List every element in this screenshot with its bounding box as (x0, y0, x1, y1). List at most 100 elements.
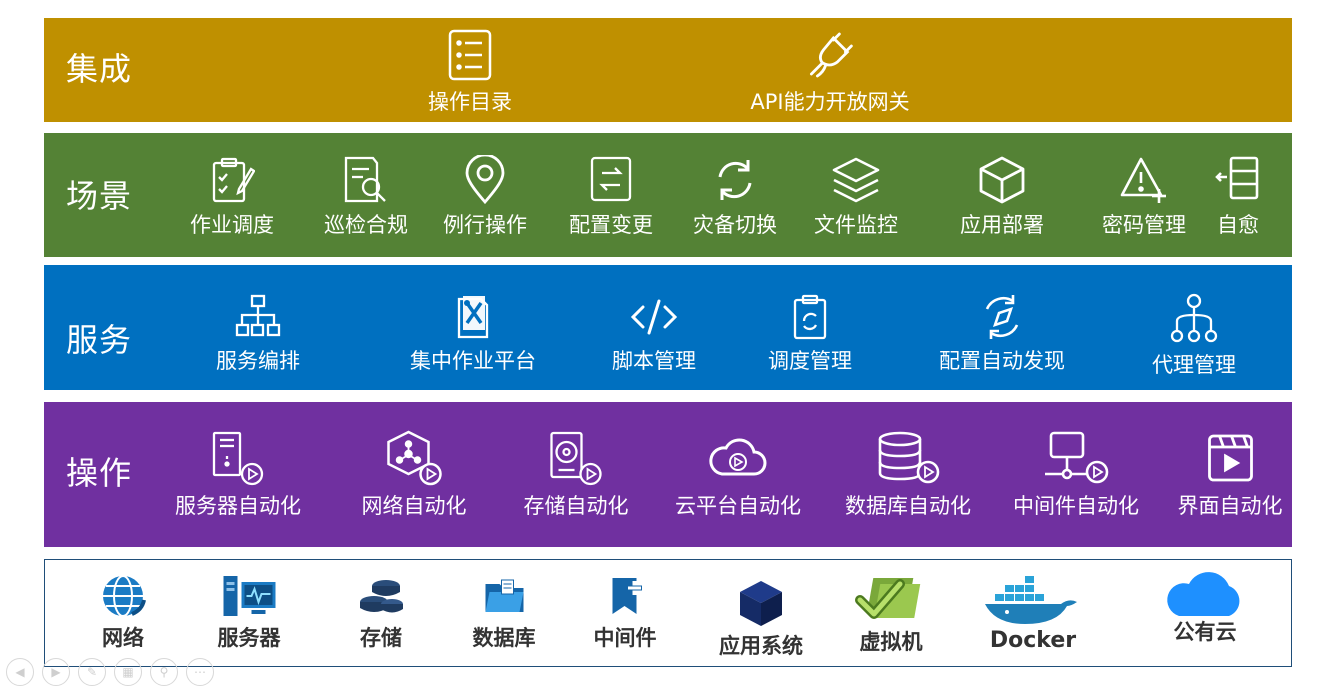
item-inspection-compliance[interactable]: 巡检合规 (324, 155, 408, 239)
item-label: 应用部署 (960, 213, 1044, 237)
plug-icon (809, 32, 853, 78)
more-icon[interactable]: ⋯ (186, 658, 214, 686)
item-label: 作业调度 (190, 213, 274, 237)
item-label: 配置自动发现 (939, 349, 1065, 373)
item-service-orchestration[interactable]: 服务编排 (216, 293, 300, 375)
location-pin-icon (465, 155, 505, 205)
item-label: API能力开放网关 (750, 90, 910, 114)
item-label: Docker (989, 628, 1077, 653)
previous-icon[interactable]: ◀ (6, 658, 34, 686)
compass-cycle-icon (985, 295, 1019, 339)
tools-document-icon (457, 296, 489, 339)
list-document-icon (448, 29, 492, 81)
item-config-auto-discovery[interactable]: 配置自动发现 (939, 293, 1065, 375)
item-central-job-platform[interactable]: 集中作业平台 (410, 293, 536, 375)
server-arrow-icon (1215, 156, 1259, 200)
app-cube-icon (740, 581, 782, 626)
item-ui-automation[interactable]: 界面自动化 (1178, 430, 1283, 520)
item-label: 自愈 (1217, 213, 1259, 237)
item-label: 服务器自动化 (175, 494, 301, 518)
item-label: 巡检合规 (324, 213, 408, 237)
globe-icon (103, 575, 146, 617)
item-label: 网络 (102, 626, 144, 650)
item-label: 数据库 (472, 626, 536, 650)
item-label: 文件监控 (814, 213, 898, 237)
item-script-mgmt[interactable]: 脚本管理 (612, 293, 696, 375)
item-label: 云平台自动化 (675, 494, 801, 518)
disk-play-icon (549, 431, 602, 486)
slides-grid-icon[interactable]: ▦ (114, 658, 142, 686)
item-docker[interactable]: Docker (981, 574, 1085, 653)
document-search-icon (344, 156, 386, 203)
item-operation-catalog[interactable]: 操作目录 (428, 28, 512, 116)
item-database-automation[interactable]: 数据库自动化 (845, 430, 971, 520)
zoom-icon[interactable]: ⚲ (150, 658, 178, 686)
slide-navigation: ◀ ▶ ✎ ▦ ⚲ ⋯ (6, 658, 214, 686)
item-label: 灾备切换 (693, 213, 777, 237)
vm-check-icon (855, 578, 921, 619)
item-middleware-automation[interactable]: 中间件自动化 (1013, 430, 1139, 520)
clipboard-edit-icon (212, 157, 255, 203)
integration-title: 集成 (66, 50, 133, 88)
layers-icon (832, 157, 880, 203)
monitor-server-icon (223, 576, 275, 616)
item-app-system[interactable]: 应用系统 (719, 578, 803, 660)
item-label: 中间件 (593, 626, 657, 650)
item-label: 虚拟机 (859, 630, 923, 654)
item-label: 配置变更 (569, 213, 653, 237)
item-label: 界面自动化 (1177, 494, 1283, 518)
network-hex-play-icon (386, 430, 442, 486)
item-label: 脚本管理 (612, 349, 696, 373)
item-file-monitor[interactable]: 文件监控 (814, 155, 898, 239)
item-job-scheduling[interactable]: 作业调度 (190, 155, 274, 239)
operation-band: 操作 服务器自动化 网络自动化 存储自动化 (44, 402, 1292, 547)
code-icon (630, 299, 678, 335)
item-server-automation[interactable]: 服务器自动化 (175, 430, 301, 520)
item-password-mgmt[interactable]: 密码管理 (1102, 155, 1186, 239)
item-virtual-machine[interactable]: 虚拟机 (854, 574, 928, 656)
item-network[interactable]: 网络 (98, 574, 148, 652)
item-storage-automation[interactable]: 存储自动化 (524, 430, 629, 520)
database-play-icon (878, 431, 940, 484)
item-label: 服务器 (217, 626, 281, 650)
server-play-icon (212, 431, 264, 486)
item-storage[interactable]: 存储 (356, 574, 406, 652)
item-public-cloud[interactable]: 公有云 (1163, 570, 1247, 646)
cloud-play-icon (709, 438, 767, 476)
item-label: 应用系统 (719, 634, 803, 658)
middleware-play-icon (1045, 431, 1109, 484)
warning-plus-icon (1120, 157, 1166, 203)
hierarchy-icon (235, 294, 281, 337)
item-self-healing[interactable]: 自愈 (1215, 155, 1261, 239)
item-schedule-mgmt[interactable]: 调度管理 (768, 293, 852, 375)
item-api-gateway[interactable]: API能力开放网关 (750, 28, 910, 116)
clipboard-cycle-icon (793, 294, 827, 340)
scenario-title: 场景 (66, 177, 133, 215)
pen-icon[interactable]: ✎ (78, 658, 106, 686)
item-app-deploy[interactable]: 应用部署 (960, 155, 1044, 239)
item-label: 数据库自动化 (845, 494, 971, 518)
cube-icon (979, 156, 1025, 204)
refresh-icon (718, 160, 752, 200)
service-band: 服务 服务编排 集中作业平台 脚本管理 调度管理 (44, 265, 1292, 390)
item-label: 密码管理 (1102, 213, 1186, 237)
item-label: 服务编排 (216, 349, 300, 373)
item-label: 存储自动化 (523, 494, 629, 518)
item-label: 操作目录 (428, 90, 512, 114)
item-database[interactable]: 数据库 (473, 574, 536, 652)
item-routine-operation[interactable]: 例行操作 (443, 155, 527, 239)
item-config-change[interactable]: 配置变更 (569, 155, 653, 239)
item-label: 例行操作 (443, 213, 527, 237)
item-network-automation[interactable]: 网络自动化 (362, 430, 467, 520)
item-label: 公有云 (1173, 620, 1237, 644)
middleware-flag-icon (612, 578, 642, 614)
item-label: 集中作业平台 (410, 349, 536, 373)
next-icon[interactable]: ▶ (42, 658, 70, 686)
operation-title: 操作 (66, 454, 133, 492)
item-server[interactable]: 服务器 (218, 574, 281, 652)
item-middleware[interactable]: 中间件 (594, 574, 657, 652)
swap-icon (590, 156, 632, 202)
item-agent-mgmt[interactable]: 代理管理 (1152, 293, 1236, 379)
item-dr-switch[interactable]: 灾备切换 (693, 155, 777, 239)
item-cloud-automation[interactable]: 云平台自动化 (675, 430, 801, 520)
